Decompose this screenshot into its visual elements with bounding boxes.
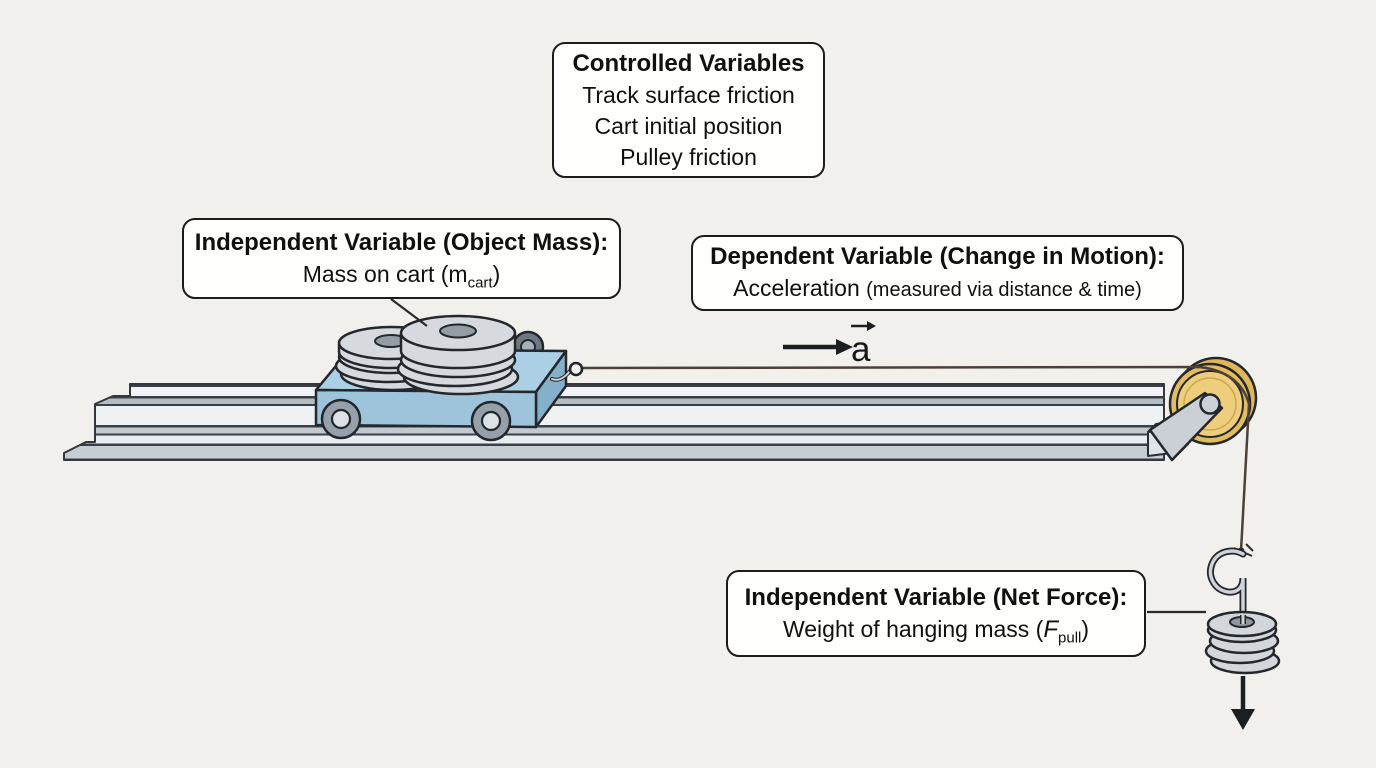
- controlled-variables-box: Controlled Variables Track surface frict…: [552, 42, 825, 178]
- connector-object-mass: [390, 298, 428, 327]
- body-text: Weight of hanging mass (: [782, 616, 1044, 642]
- box-title: Controlled Variables: [572, 49, 805, 77]
- box-line: Track surface friction: [582, 81, 795, 108]
- box-line: Mass on cart (mcart): [194, 259, 609, 292]
- box-title: Independent Variable (Object Mass):: [194, 229, 609, 256]
- body-detail-text: (measured via distance & time): [866, 278, 1142, 301]
- acceleration-symbol: a: [851, 330, 871, 369]
- independent-variable-net-force-box: Independent Variable (Net Force): Weight…: [726, 570, 1146, 657]
- body-text: Mass on cart (m: [302, 261, 468, 287]
- box-line: Weight of hanging mass (Fpull): [738, 614, 1134, 647]
- cart-string-ring: [568, 361, 584, 377]
- pulley-axle: [1199, 393, 1221, 415]
- pulley: [1148, 356, 1258, 462]
- down-arrow: [1231, 676, 1255, 730]
- hanging-mass-stack: [1204, 610, 1281, 675]
- body-text: Acceleration: [733, 274, 867, 301]
- box-title: Dependent Variable (Change in Motion):: [710, 242, 1165, 270]
- dependent-variable-box: Dependent Variable (Change in Motion): A…: [691, 235, 1184, 311]
- hook: [1207, 547, 1247, 638]
- body-text: ): [492, 261, 501, 287]
- box-line: Cart initial position: [594, 112, 783, 139]
- acceleration-annotation: a: [783, 321, 876, 369]
- box-line: Pulley friction: [620, 143, 757, 170]
- body-text: ): [1081, 616, 1090, 642]
- force-symbol: F: [1043, 616, 1059, 643]
- independent-variable-object-mass-box: Independent Variable (Object Mass): Mass…: [182, 218, 621, 299]
- track: [63, 383, 1165, 461]
- cart-mass-stack-right: [396, 314, 520, 396]
- box-title: Independent Variable (Net Force):: [744, 584, 1128, 611]
- subscript: pull: [1058, 629, 1082, 647]
- subscript: cart: [467, 274, 493, 292]
- box-line: Acceleration (measured via distance & ti…: [703, 273, 1172, 306]
